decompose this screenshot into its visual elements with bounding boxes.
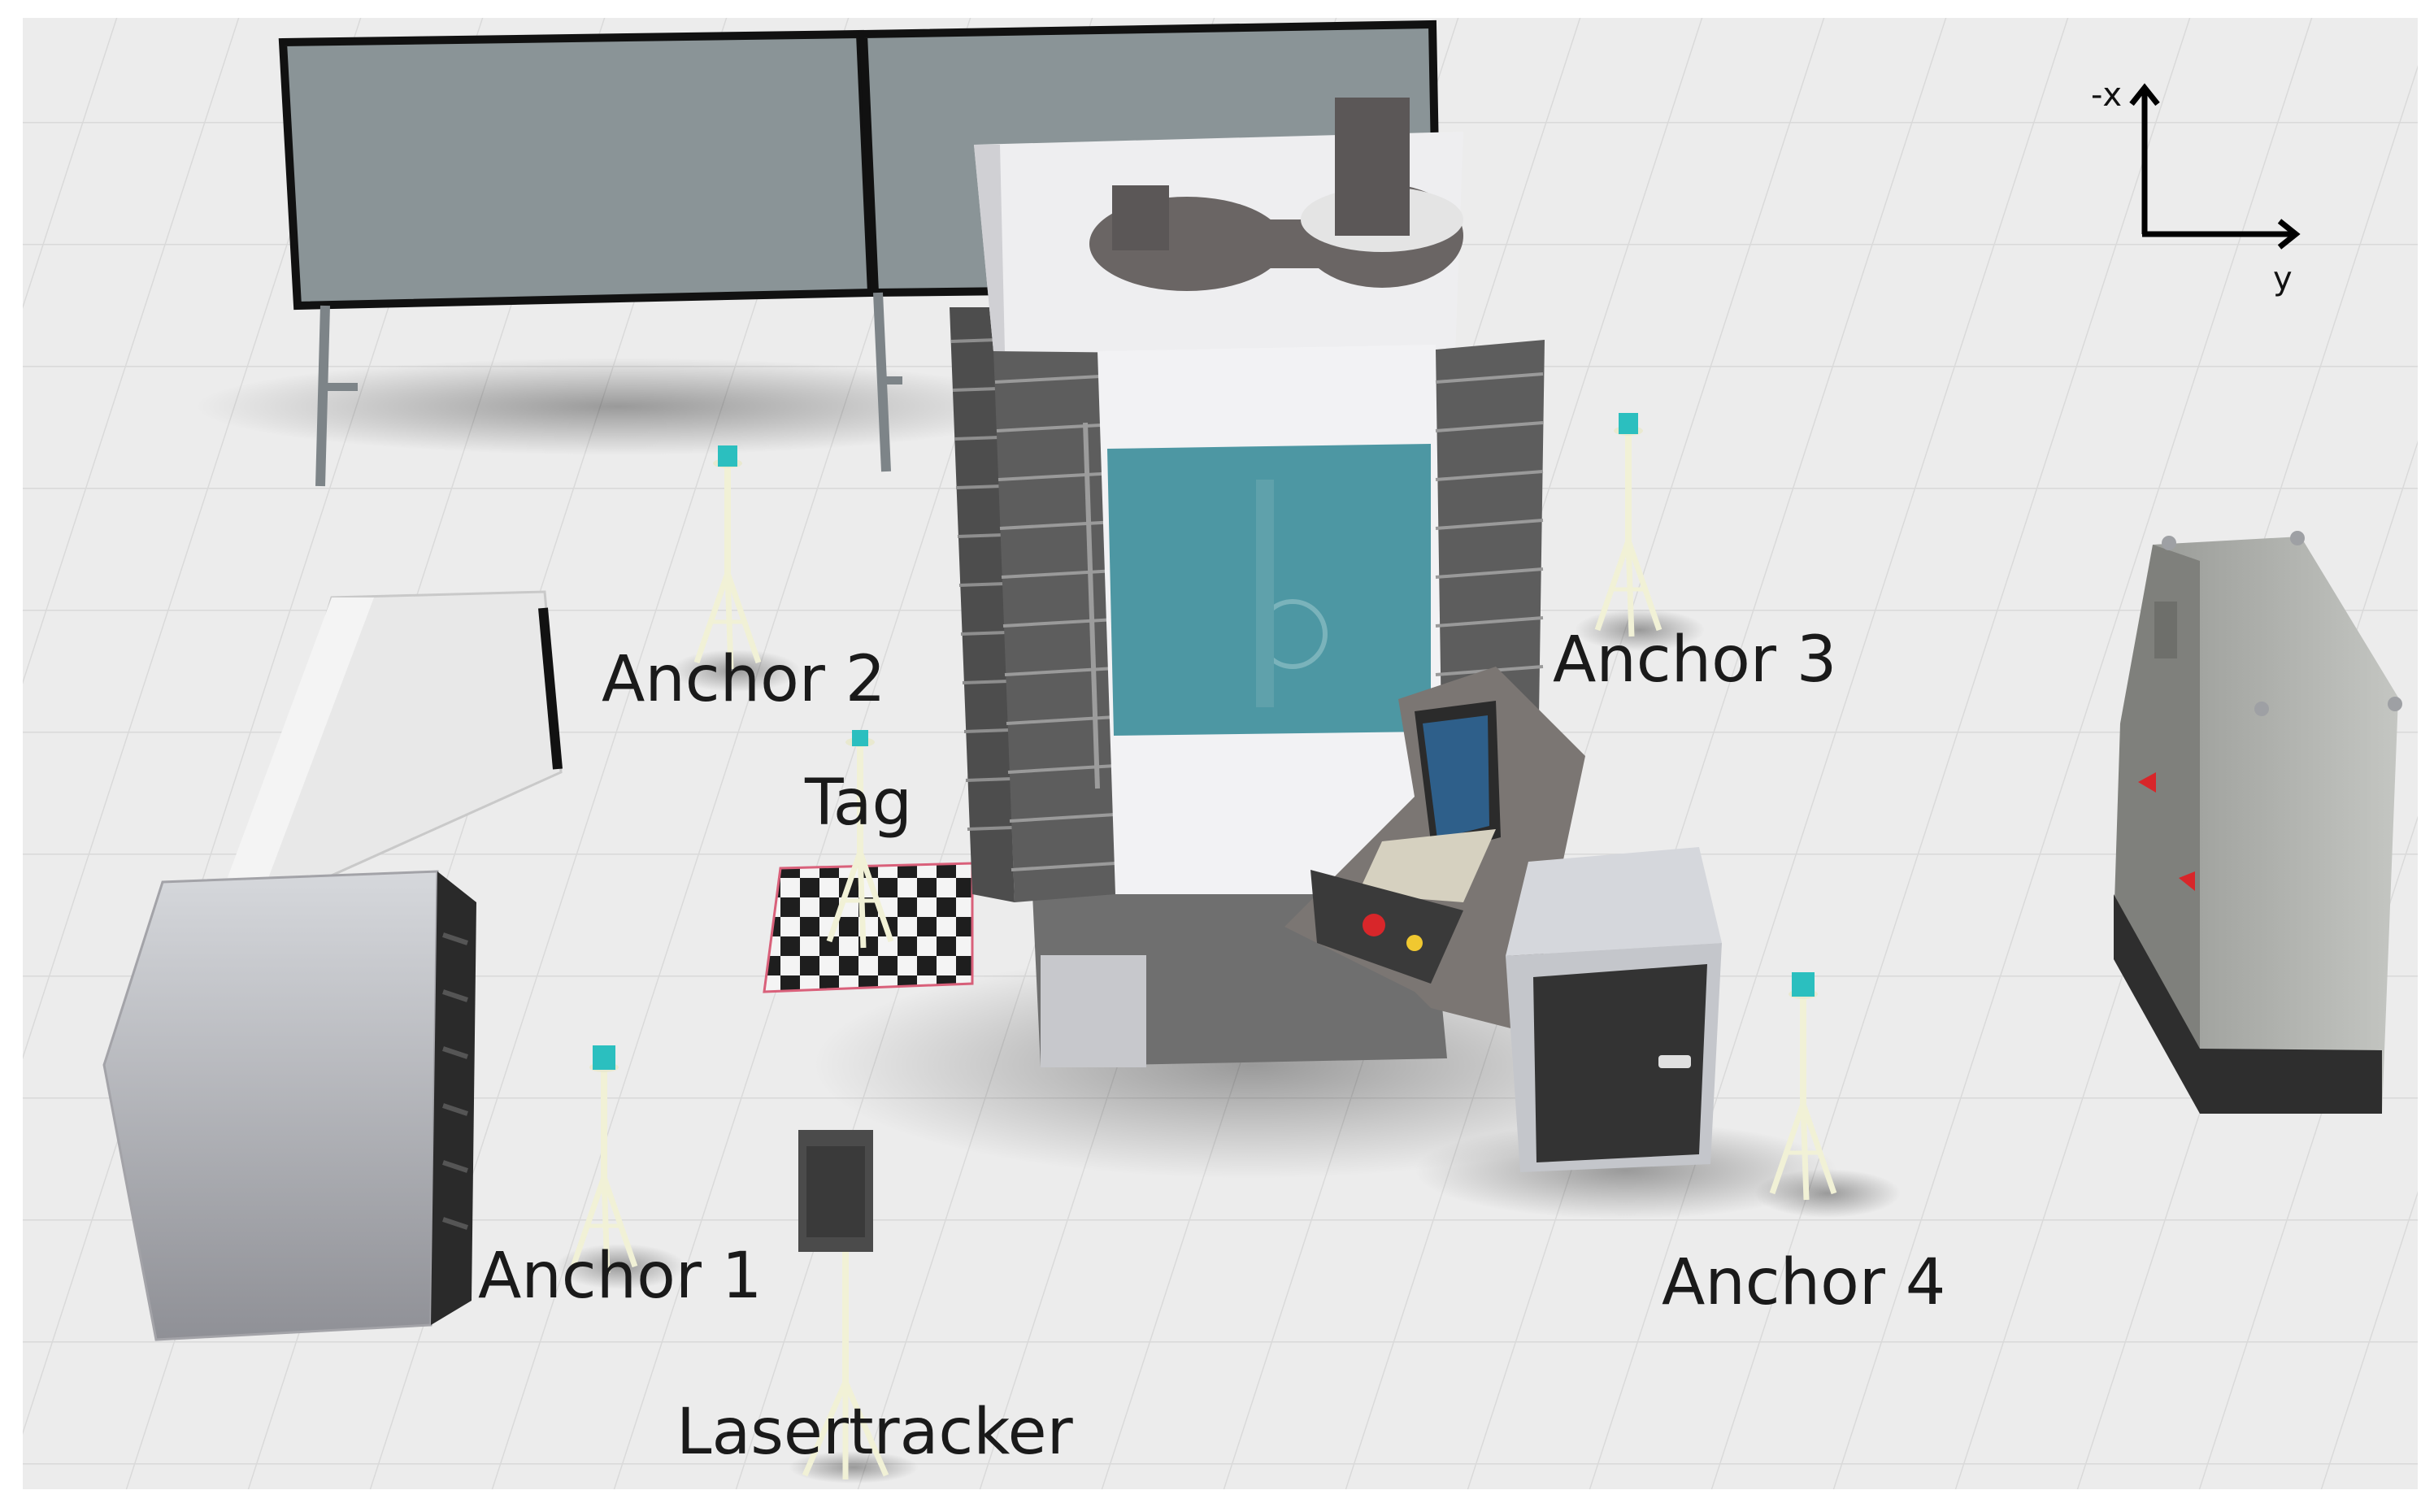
anchor-3 xyxy=(1575,413,1705,651)
label-anchor-1: Anchor 1 xyxy=(478,1240,762,1313)
coordinate-axes: -x y xyxy=(2091,76,2301,298)
label-anchor-2: Anchor 2 xyxy=(602,643,885,716)
lasertracker xyxy=(789,1130,919,1484)
axis-label-y: y xyxy=(2273,260,2293,298)
anchor-2 xyxy=(671,445,801,692)
label-lasertracker: Lasertracker xyxy=(676,1396,1074,1469)
label-anchor-3: Anchor 3 xyxy=(1553,623,1836,697)
anchor-4 xyxy=(1754,972,1901,1218)
axis-label-x: -x xyxy=(2091,76,2122,114)
electrical-cabinet xyxy=(2114,531,2402,1114)
label-tag: Tag xyxy=(804,767,912,840)
tag-tripod xyxy=(829,730,891,948)
workbench xyxy=(203,590,563,943)
anchor-1 xyxy=(555,1045,685,1289)
label-anchor-4: Anchor 4 xyxy=(1662,1246,1945,1319)
storage-rack xyxy=(102,870,476,1341)
spindle-head xyxy=(1089,98,1463,291)
small-cabinet xyxy=(1415,847,1837,1219)
